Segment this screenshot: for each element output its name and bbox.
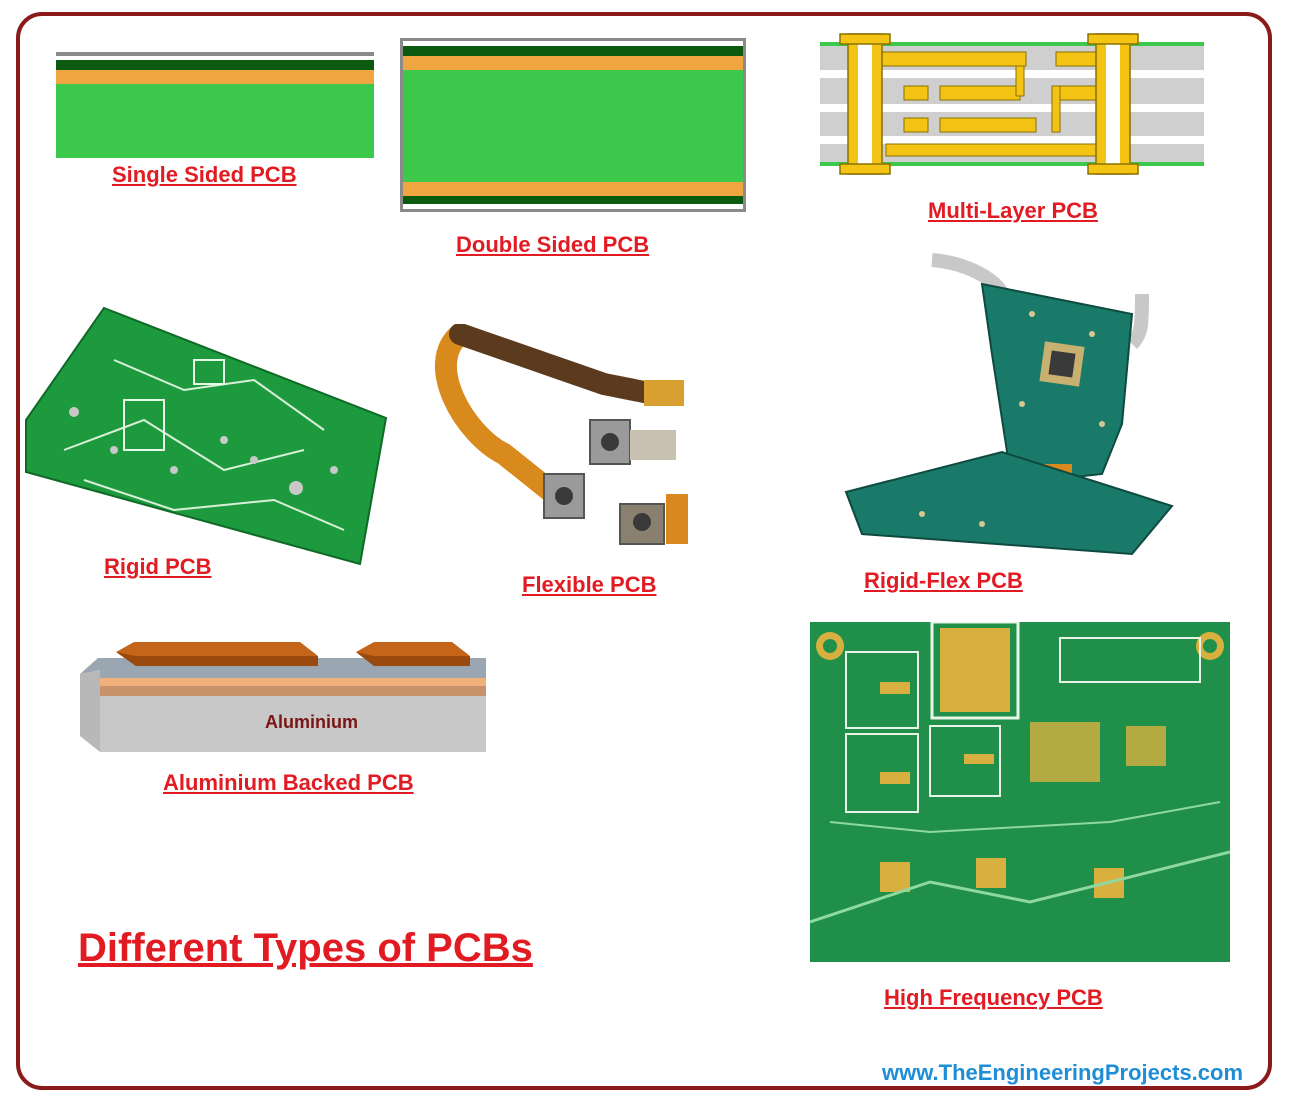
website-url[interactable]: www.TheEngineeringProjects.com	[882, 1060, 1244, 1085]
label-double-sided-pcb: Double Sided PCB	[456, 232, 650, 257]
high-frequency-pcb-image	[810, 622, 1230, 962]
aluminium-backed-pcb-diagram	[80, 642, 486, 752]
label-flexible-pcb: Flexible PCB	[522, 572, 657, 597]
double-sided-pcb-diagram	[400, 38, 746, 212]
multi-layer-pcb-diagram	[820, 33, 1204, 175]
aluminium-layer-label: Aluminium	[265, 712, 358, 732]
label-single-sided-pcb: Single Sided PCB	[112, 162, 297, 187]
label-aluminium-backed-pcb: Aluminium Backed PCB	[163, 770, 414, 795]
label-rigid-flex-pcb: Rigid-Flex PCB	[864, 568, 1023, 593]
rigid-flex-pcb-image	[844, 253, 1174, 556]
label-multi-layer-pcb: Multi-Layer PCB	[928, 198, 1098, 223]
rigid-pcb-image	[25, 306, 388, 566]
single-sided-pcb-diagram	[56, 52, 374, 158]
label-rigid-pcb: Rigid PCB	[104, 554, 212, 579]
label-high-frequency-pcb: High Frequency PCB	[884, 985, 1103, 1010]
flexible-pcb-image	[435, 324, 688, 545]
page-title: Different Types of PCBs	[78, 926, 533, 970]
